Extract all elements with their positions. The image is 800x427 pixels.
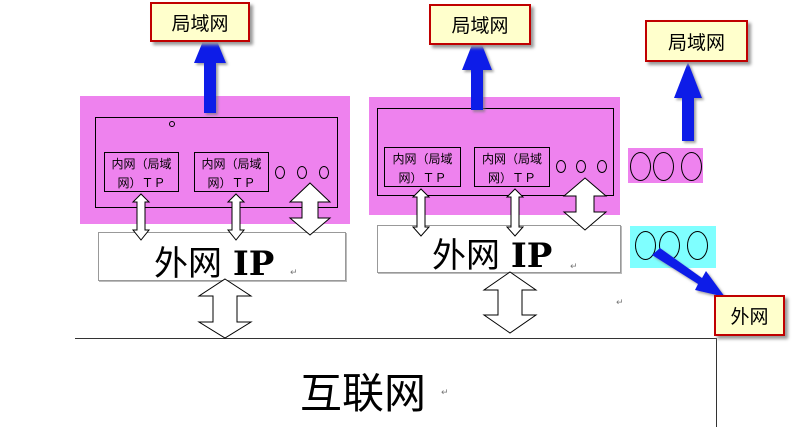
port-circle — [319, 166, 329, 179]
lan-ip-line: 网）ＴＰ — [207, 176, 256, 190]
wan-ip-label-1: 外网 IP — [154, 236, 274, 285]
wan-callout: 外网 — [714, 295, 785, 336]
lan-ip-line: 内网（局域 — [111, 157, 172, 171]
wan-port-circle — [635, 231, 656, 260]
lan-ip-box: 内网（局域 网）ＴＰ — [474, 147, 550, 187]
lan-callout-2: 局域网 — [429, 4, 531, 45]
lan-ip-line: 网）ＴＰ — [117, 176, 166, 190]
double-arrow — [505, 188, 525, 237]
router-2 — [377, 108, 614, 196]
lan-port-circle — [630, 152, 651, 181]
return-mark: ↵ — [570, 262, 578, 272]
lan-ip-line: 内网（局域 — [201, 157, 262, 171]
return-mark: ↵ — [616, 298, 624, 308]
lan-ip-box: 内网（局域 网）ＴＰ — [104, 152, 179, 192]
double-arrow — [131, 193, 151, 241]
wan-uplink-arrow — [652, 248, 725, 297]
lan-ip-line: 网）ＴＰ — [398, 171, 447, 185]
return-mark: ↵ — [290, 268, 298, 278]
port-circle — [556, 160, 566, 173]
uplink-arrow-1 — [194, 24, 226, 113]
double-arrow — [482, 271, 538, 334]
double-arrow — [562, 177, 608, 231]
wan-label-text: 外网 — [154, 244, 233, 284]
double-arrow — [288, 182, 332, 236]
wan-port-circle — [687, 231, 708, 260]
lan-ip-line: 网）ＴＰ — [487, 171, 536, 185]
double-arrow — [226, 193, 246, 241]
lan-ip-box: 内网（局域 网）ＴＰ — [384, 147, 461, 187]
lan-ip-line: 内网（局域 — [481, 152, 542, 166]
router-1 — [95, 117, 338, 208]
lan-port-circle — [681, 152, 702, 181]
lan-ip-line: 内网（局域 — [392, 152, 453, 166]
internet-label: 互联网 — [300, 369, 427, 418]
wan-label-ip: IP — [232, 244, 275, 284]
return-mark: ↵ — [441, 388, 449, 398]
wan-ip-box-1 — [98, 232, 346, 281]
port-circle — [597, 160, 607, 173]
port-circle — [275, 166, 285, 179]
uplink-arrow-3 — [674, 62, 702, 141]
port-circle — [576, 160, 586, 173]
lan-callout-1: 局域网 — [150, 2, 250, 42]
wan-label-text: 外网 — [432, 236, 511, 276]
lan-callout-3: 局域网 — [645, 20, 748, 62]
wan-label-ip: IP — [510, 236, 553, 276]
uplink-arrow-2 — [462, 32, 492, 110]
wan-ip-label-2: 外网 IP — [432, 228, 552, 277]
port-circle — [297, 166, 307, 179]
internet-box — [75, 338, 717, 427]
double-arrow — [411, 188, 431, 237]
double-arrow — [197, 278, 253, 339]
indicator-dot — [169, 121, 175, 127]
lan-port-circle — [653, 152, 674, 181]
lan-ip-box: 内网（局域 网）ＴＰ — [194, 152, 269, 192]
